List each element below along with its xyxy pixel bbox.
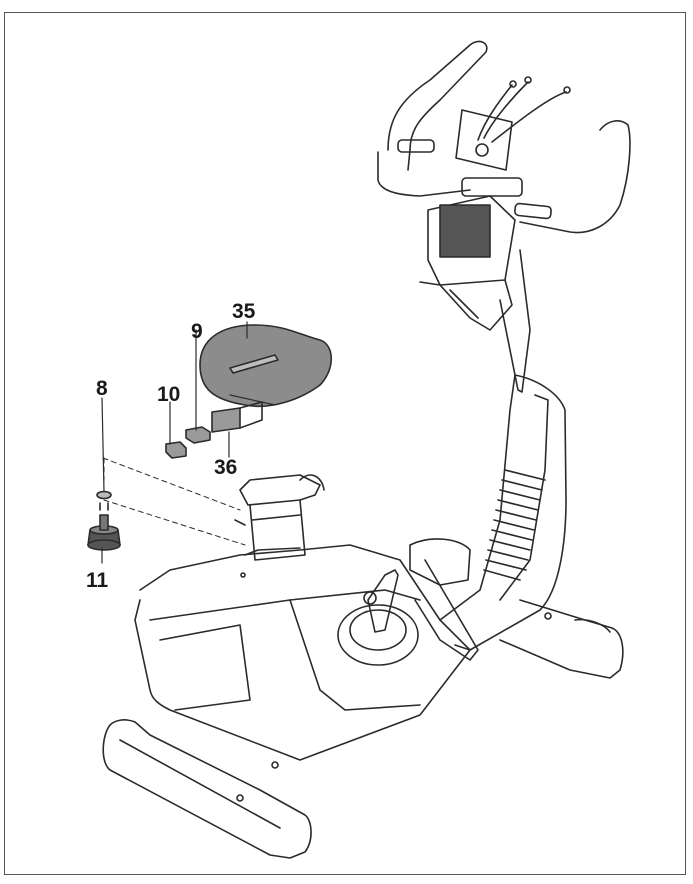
callout-9: 9 bbox=[191, 320, 203, 343]
leader-lines bbox=[101, 321, 248, 564]
seat-post bbox=[234, 474, 325, 561]
console-bracket bbox=[455, 109, 513, 171]
front-stabilizer bbox=[102, 719, 312, 859]
handlebar bbox=[377, 40, 631, 234]
figure-frame bbox=[4, 12, 686, 875]
seat-slider bbox=[211, 401, 263, 433]
callout-8: 8 bbox=[96, 377, 108, 400]
grip-left bbox=[397, 139, 435, 153]
grip-right bbox=[514, 202, 552, 220]
crank-arm bbox=[367, 569, 399, 633]
part-11-knob bbox=[87, 502, 121, 551]
callout-35: 35 bbox=[232, 300, 256, 323]
console-display bbox=[419, 195, 516, 331]
part-10-block bbox=[165, 441, 187, 459]
body-housing bbox=[134, 544, 479, 769]
callout-10: 10 bbox=[157, 383, 181, 406]
callout-36: 36 bbox=[214, 456, 238, 479]
part-9-block bbox=[185, 426, 211, 444]
main-column bbox=[409, 249, 567, 651]
saddle bbox=[199, 324, 333, 408]
rear-stabilizer bbox=[499, 599, 624, 679]
callout-11: 11 bbox=[86, 569, 109, 592]
